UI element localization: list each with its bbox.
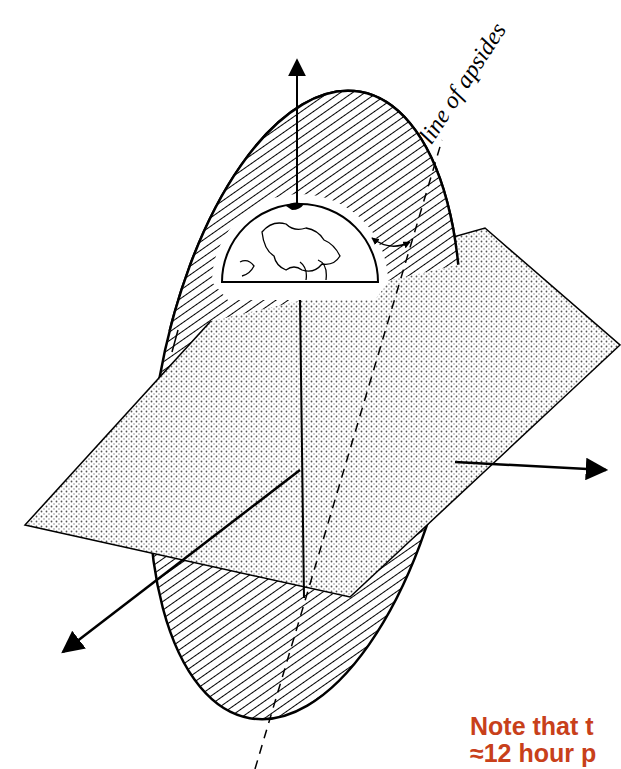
precession-arrow [372, 238, 410, 246]
note-text: Note that t [470, 713, 594, 739]
earth [222, 204, 378, 282]
polar-axis [296, 60, 298, 205]
axis-label: line of apsides [414, 18, 512, 149]
note-text: ≈12 hour p [470, 740, 596, 766]
x-axis [455, 462, 606, 470]
y-axis [63, 470, 300, 652]
node-line [300, 300, 304, 598]
